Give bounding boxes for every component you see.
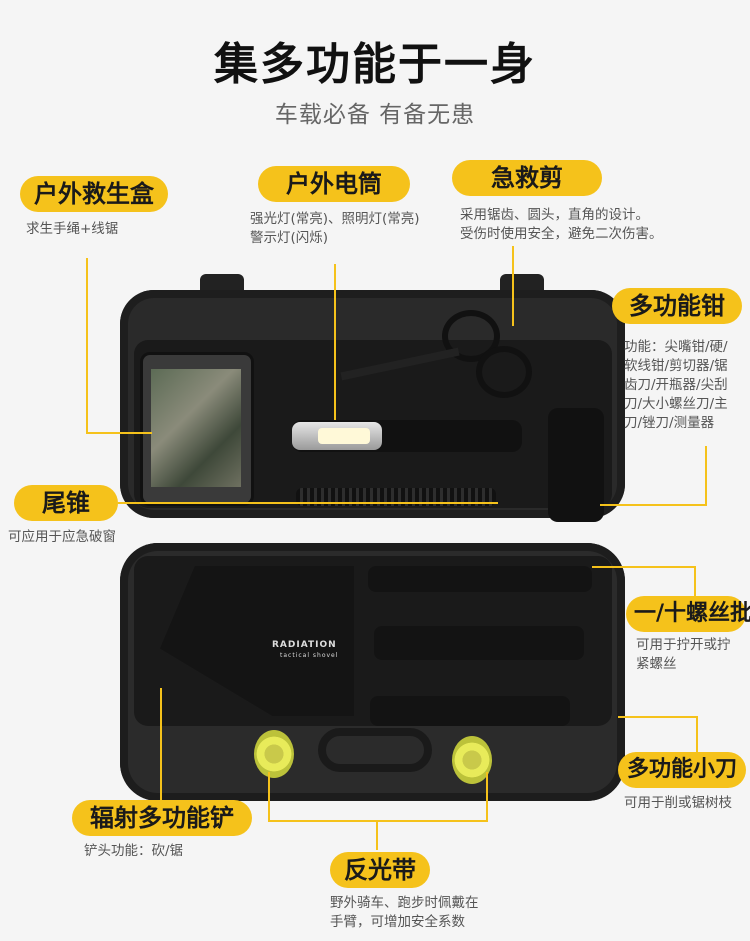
connector-flashlight — [334, 264, 336, 420]
shovel-model: tactical shovel — [280, 652, 339, 659]
connector-knife-v — [696, 716, 698, 752]
desc-line: 软线钳/剪切器/锯 — [624, 358, 728, 374]
connector-reflect-right — [486, 772, 488, 822]
shovel-brand: RADIATION — [272, 640, 337, 650]
scissors-loop-1 — [442, 310, 500, 362]
desc-survival-box: 求生手绳+线锯 — [26, 220, 118, 239]
label-survival-box: 户外救生盒 — [20, 176, 168, 212]
case-carry-handle — [318, 728, 432, 772]
desc-reflective-band: 野外骑车、跑步时佩戴在 手臂，可增加安全系数 — [330, 894, 479, 932]
desc-tail-spike: 可应用于应急破窗 — [8, 528, 116, 547]
desc-line: 警示灯(闪烁) — [250, 230, 329, 246]
desc-line: 采用锯齿、圆头，直角的设计。 — [460, 207, 649, 223]
connector-screwdriver-v — [694, 566, 696, 598]
label-tail-spike: 尾锥 — [14, 485, 118, 521]
label-screwdriver: 一/十螺丝批 — [626, 596, 750, 632]
desc-line: 受伤时使用安全，避免二次伤害。 — [460, 226, 663, 242]
desc-line: 刀/大小螺丝刀/主 — [624, 396, 728, 412]
scissors-loop-2 — [476, 346, 532, 398]
desc-line: 刀/锉刀/测量器 — [624, 415, 715, 431]
label-shovel: 辐射多功能铲 — [72, 800, 252, 836]
desc-line: 功能：尖嘴钳/硬/ — [624, 339, 728, 355]
reflective-band-right — [452, 736, 492, 784]
desc-line: 可应用于应急破窗 — [8, 529, 116, 545]
reflective-band-left — [254, 730, 294, 778]
shovel-handle-1 — [374, 626, 584, 660]
connector-survival-v — [86, 258, 88, 434]
desc-scissors: 采用锯齿、圆头，直角的设计。 受伤时使用安全，避免二次伤害。 — [460, 206, 663, 244]
page-title: 集多功能于一身 — [214, 39, 536, 90]
desc-line: 齿刀/开瓶器/尖刮 — [624, 377, 728, 393]
desc-line: 铲头功能：砍/锯 — [84, 843, 184, 859]
desc-screwdriver: 可用于拧开或拧 紧螺丝 — [636, 636, 731, 674]
desc-line: 野外骑车、跑步时佩戴在 — [330, 895, 479, 911]
survival-box — [140, 352, 254, 506]
connector-pliers-h — [600, 504, 706, 506]
multi-pliers — [548, 408, 604, 522]
connector-screwdriver-h — [592, 566, 696, 568]
connector-shovel — [160, 688, 162, 800]
desc-line: 紧螺丝 — [636, 656, 677, 672]
tail-spike — [296, 488, 496, 506]
screwdriver-handle — [368, 566, 592, 592]
connector-reflect-h — [268, 820, 488, 822]
connector-survival-h — [86, 432, 152, 434]
label-knife: 多功能小刀 — [618, 752, 746, 788]
desc-pliers: 功能：尖嘴钳/硬/ 软线钳/剪切器/锯 齿刀/开瓶器/尖刮 刀/大小螺丝刀/主 … — [624, 338, 748, 433]
label-pliers: 多功能钳 — [612, 288, 742, 324]
connector-spike — [118, 502, 498, 504]
flashlight-led — [318, 428, 370, 444]
desc-line: 求生手绳+线锯 — [26, 221, 119, 237]
connector-reflect-left — [268, 772, 270, 822]
desc-line: 强光灯(常亮)、照明灯(常亮) — [250, 211, 420, 227]
desc-flashlight: 强光灯(常亮)、照明灯(常亮) 警示灯(闪烁) — [250, 210, 420, 248]
label-flashlight: 户外电筒 — [258, 166, 410, 202]
desc-line: 可用于拧开或拧 — [636, 637, 731, 653]
survival-box-photo — [151, 369, 241, 487]
connector-scissors — [512, 246, 514, 326]
desc-shovel: 铲头功能：砍/锯 — [84, 842, 183, 861]
connector-pliers-v — [705, 446, 707, 506]
desc-line: 可用于削或锯树枝 — [624, 795, 732, 811]
shovel-handle-2 — [370, 696, 570, 726]
page-subtitle: 车载必备 有备无患 — [274, 102, 476, 128]
label-scissors: 急救剪 — [452, 160, 602, 196]
desc-knife: 可用于削或锯树枝 — [624, 794, 732, 813]
label-reflective-band: 反光带 — [330, 852, 430, 888]
desc-line: 手臂，可增加安全系数 — [330, 914, 465, 930]
connector-reflect-v — [376, 820, 378, 850]
connector-knife-h — [618, 716, 698, 718]
